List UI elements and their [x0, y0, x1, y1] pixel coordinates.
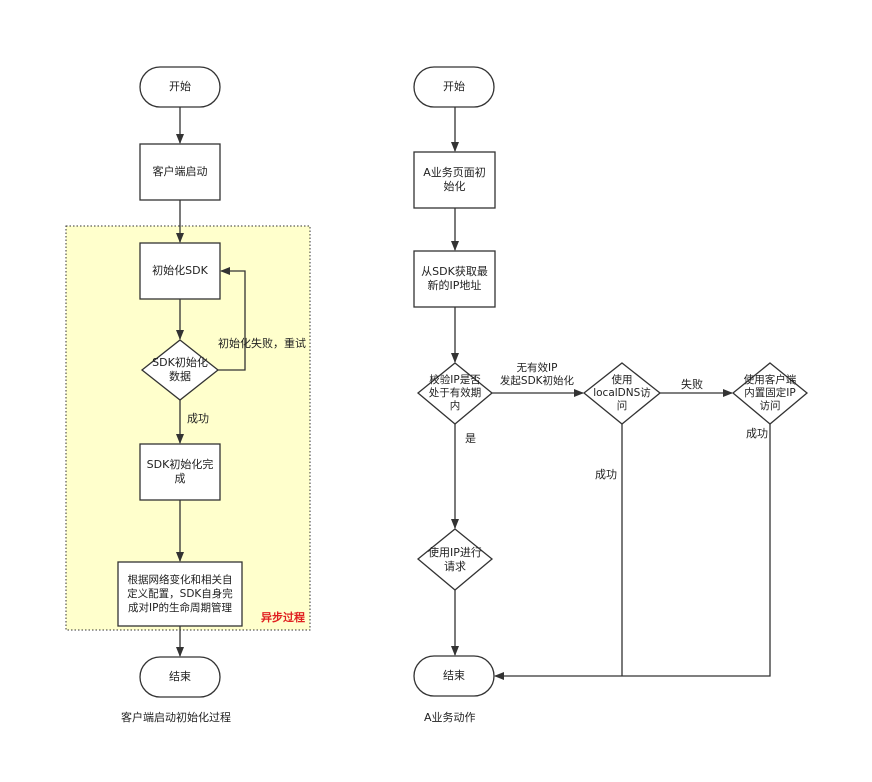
- arrow-r-fixed-end: [494, 424, 771, 680]
- right-success-label-fixed: 成功: [746, 427, 768, 440]
- right-local-dns-text: 使用 localDNS访 问: [593, 374, 651, 412]
- right-get-ip-text: 从SDK获取最 新的IP地址: [421, 265, 488, 292]
- right-check-ip-text: 校验IP是否 处于有效期 内: [428, 374, 482, 412]
- right-page-init-text: A业务页面初 始化: [423, 166, 486, 193]
- right-fixed-ip-text: 使用客户端 内置固定IP 访问: [743, 374, 797, 412]
- left-retry-label: 初始化失败，重试: [218, 337, 306, 350]
- left-init-done-shape: [139, 443, 221, 501]
- left-init-done-node: SDK初始化完 成: [140, 444, 220, 500]
- right-use-ip-text: 使用IP进行 请求: [428, 545, 482, 573]
- right-page-init-shape: [413, 151, 496, 209]
- right-success-label-dns: 成功: [595, 468, 617, 481]
- right-start-shape: [413, 66, 495, 108]
- left-end-text: 结束: [169, 670, 191, 683]
- left-manage-node: 根据网络变化和相关自 定义配置，SDK自身完 成对IP的生命周期管理: [118, 562, 242, 626]
- left-start-node: 开始: [140, 67, 220, 107]
- right-check-ip-node: 校验IP是否 处于有效期 内: [412, 363, 498, 424]
- left-client-start-shape: [139, 143, 221, 201]
- left-init-data-node: SDK初始化 数据: [142, 340, 218, 400]
- right-get-ip-node: 从SDK获取最 新的IP地址: [414, 251, 495, 307]
- left-init-done-text: SDK初始化完 成: [146, 458, 214, 485]
- left-manage-shape: [117, 561, 243, 627]
- right-fixed-ip-node: 使用客户端 内置固定IP 访问: [728, 363, 812, 424]
- left-init-sdk-text: 初始化SDK: [152, 264, 208, 277]
- left-end-shape: [139, 656, 221, 698]
- right-end-node: 结束: [414, 656, 494, 696]
- right-start-node: 开始: [414, 67, 494, 107]
- right-use-ip-node: 使用IP进行 请求: [414, 529, 496, 590]
- right-yes-label: 是: [465, 432, 476, 445]
- left-caption: 客户端启动初始化过程: [121, 711, 231, 724]
- left-start-text: 开始: [169, 80, 191, 93]
- async-process-label: 异步过程: [261, 611, 305, 624]
- right-get-ip-shape: [413, 250, 496, 308]
- left-success-label: 成功: [187, 412, 209, 425]
- right-fail-label: 失败: [681, 378, 703, 391]
- right-end-text: 结束: [443, 669, 465, 682]
- right-page-init-node: A业务页面初 始化: [414, 152, 495, 208]
- left-manage-text: 根据网络变化和相关自 定义配置，SDK自身完 成对IP的生命周期管理: [127, 574, 233, 614]
- right-no-valid-ip-label: 无有效IP 发起SDK初始化: [499, 362, 575, 387]
- left-init-sdk-node: 初始化SDK: [140, 243, 220, 299]
- right-caption: A业务动作: [424, 711, 476, 724]
- left-end-node: 结束: [140, 657, 220, 697]
- left-client-start-node: 客户端启动: [140, 144, 220, 200]
- left-init-sdk-shape: [139, 242, 221, 300]
- right-local-dns-node: 使用 localDNS访 问: [580, 363, 664, 424]
- left-client-start-text: 客户端启动: [152, 165, 208, 178]
- arrow-retry-loop: [218, 267, 246, 371]
- right-start-text: 开始: [443, 80, 465, 93]
- left-init-data-text: SDK初始化 数据: [152, 356, 208, 383]
